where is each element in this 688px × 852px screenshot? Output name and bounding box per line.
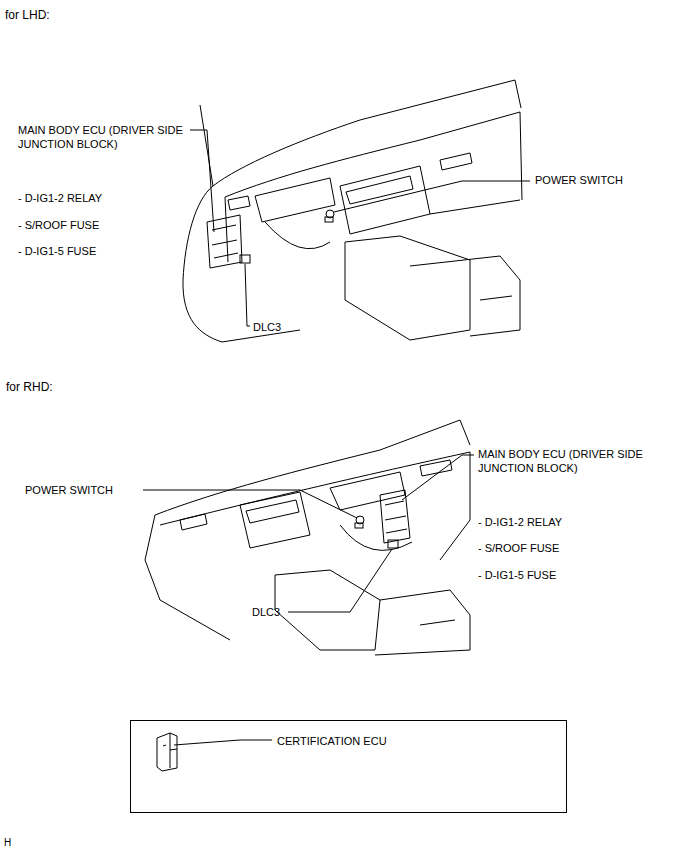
leader-lines (143, 130, 530, 745)
part-name: DLC3 (253, 320, 281, 334)
part-name: POWER SWITCH (535, 173, 623, 187)
part-item: - S/ROOF FUSE (478, 541, 559, 555)
section-heading: for RHD: (6, 380, 53, 394)
figure-code: H (4, 836, 11, 850)
part-name: POWER SWITCH (25, 483, 113, 497)
part-item: - D-IG1-2 RELAY (478, 515, 562, 529)
part-item: - D-IG1-5 FUSE (18, 244, 96, 258)
part-name: CERTIFICATION ECU (277, 734, 387, 748)
part-name: DLC3 (252, 605, 280, 619)
part-item: - D-IG1-5 FUSE (478, 568, 556, 582)
section-heading: for LHD: (5, 8, 50, 22)
lhd-dashboard (183, 80, 522, 342)
part-name: MAIN BODY ECU (DRIVER SIDE JUNCTION BLOC… (478, 447, 668, 475)
part-item: - S/ROOF FUSE (18, 218, 99, 232)
parts-box: CERTIFICATION ECU (130, 720, 567, 813)
ecu-icon (157, 733, 177, 771)
part-item: - D-IG1-2 RELAY (18, 191, 102, 205)
rhd-dashboard (145, 420, 470, 655)
part-name: MAIN BODY ECU (DRIVER SIDE JUNCTION BLOC… (18, 123, 183, 151)
